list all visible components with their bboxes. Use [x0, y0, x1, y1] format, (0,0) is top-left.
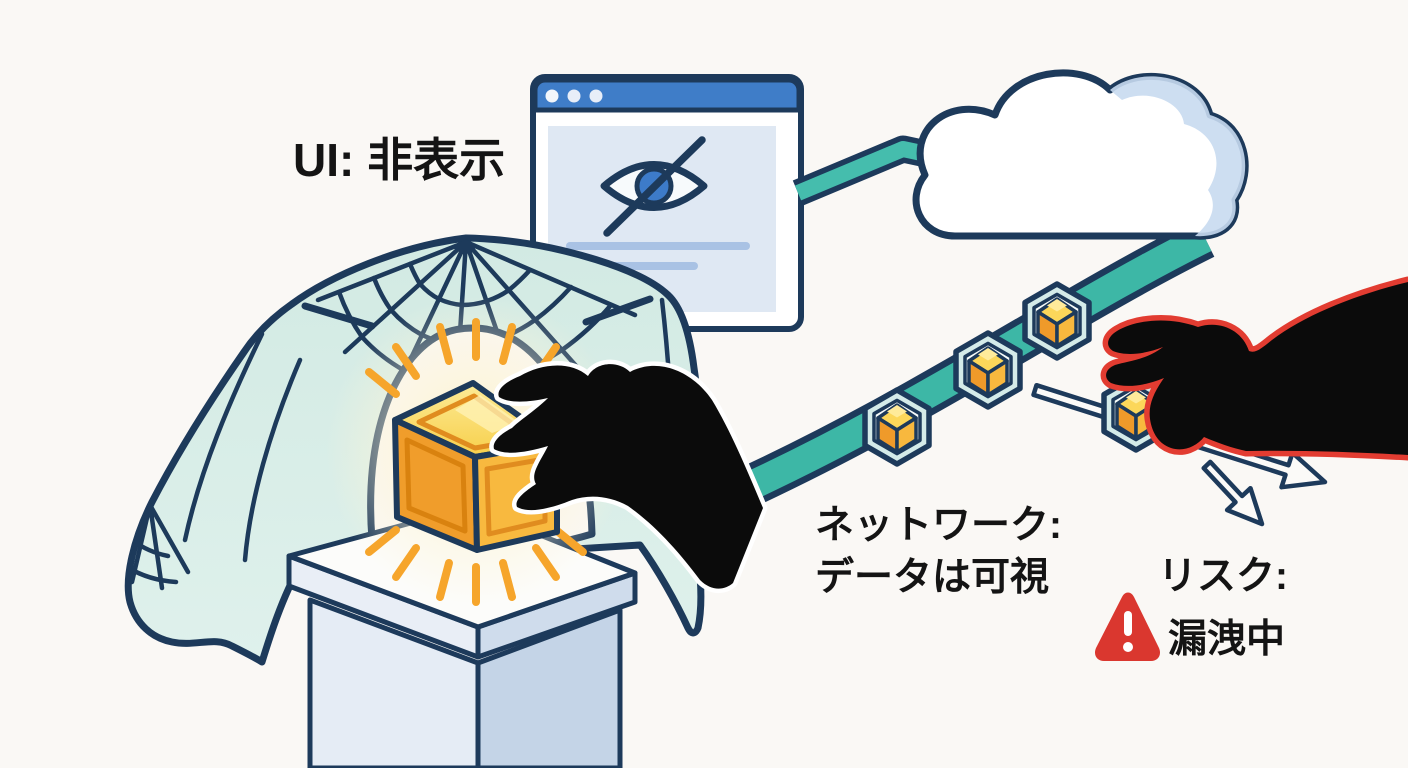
data-cube-badge-3 [1025, 284, 1089, 358]
window-dot [567, 89, 581, 103]
data-cube-badge-1 [865, 390, 929, 464]
attacker-hand-red [1100, 276, 1408, 461]
thief-hand-silhouette [489, 359, 768, 594]
web-fold-tick [301, 302, 376, 330]
risk-label-status: 漏洩中 [1168, 618, 1285, 661]
web-fold-tick [582, 295, 654, 326]
glow-rays [365, 318, 587, 606]
leak-arrow [1201, 459, 1265, 527]
warning-triangle-icon [1094, 592, 1161, 661]
content-line [566, 242, 750, 250]
ui-hidden-label: UI: 非表示 [293, 134, 505, 186]
network-label-line1: ネットワーク: [815, 504, 1062, 547]
window-dot [589, 89, 603, 103]
browser-titlebar [532, 77, 802, 113]
eye-slash-icon [600, 136, 708, 237]
data-cube-badge-2 [956, 333, 1020, 407]
window-dot [545, 89, 559, 103]
risk-label-title: リスク: [1158, 555, 1288, 598]
pedestal [286, 504, 638, 768]
network-label-line2: データは可視 [815, 555, 1049, 599]
cloud-icon [912, 69, 1249, 240]
